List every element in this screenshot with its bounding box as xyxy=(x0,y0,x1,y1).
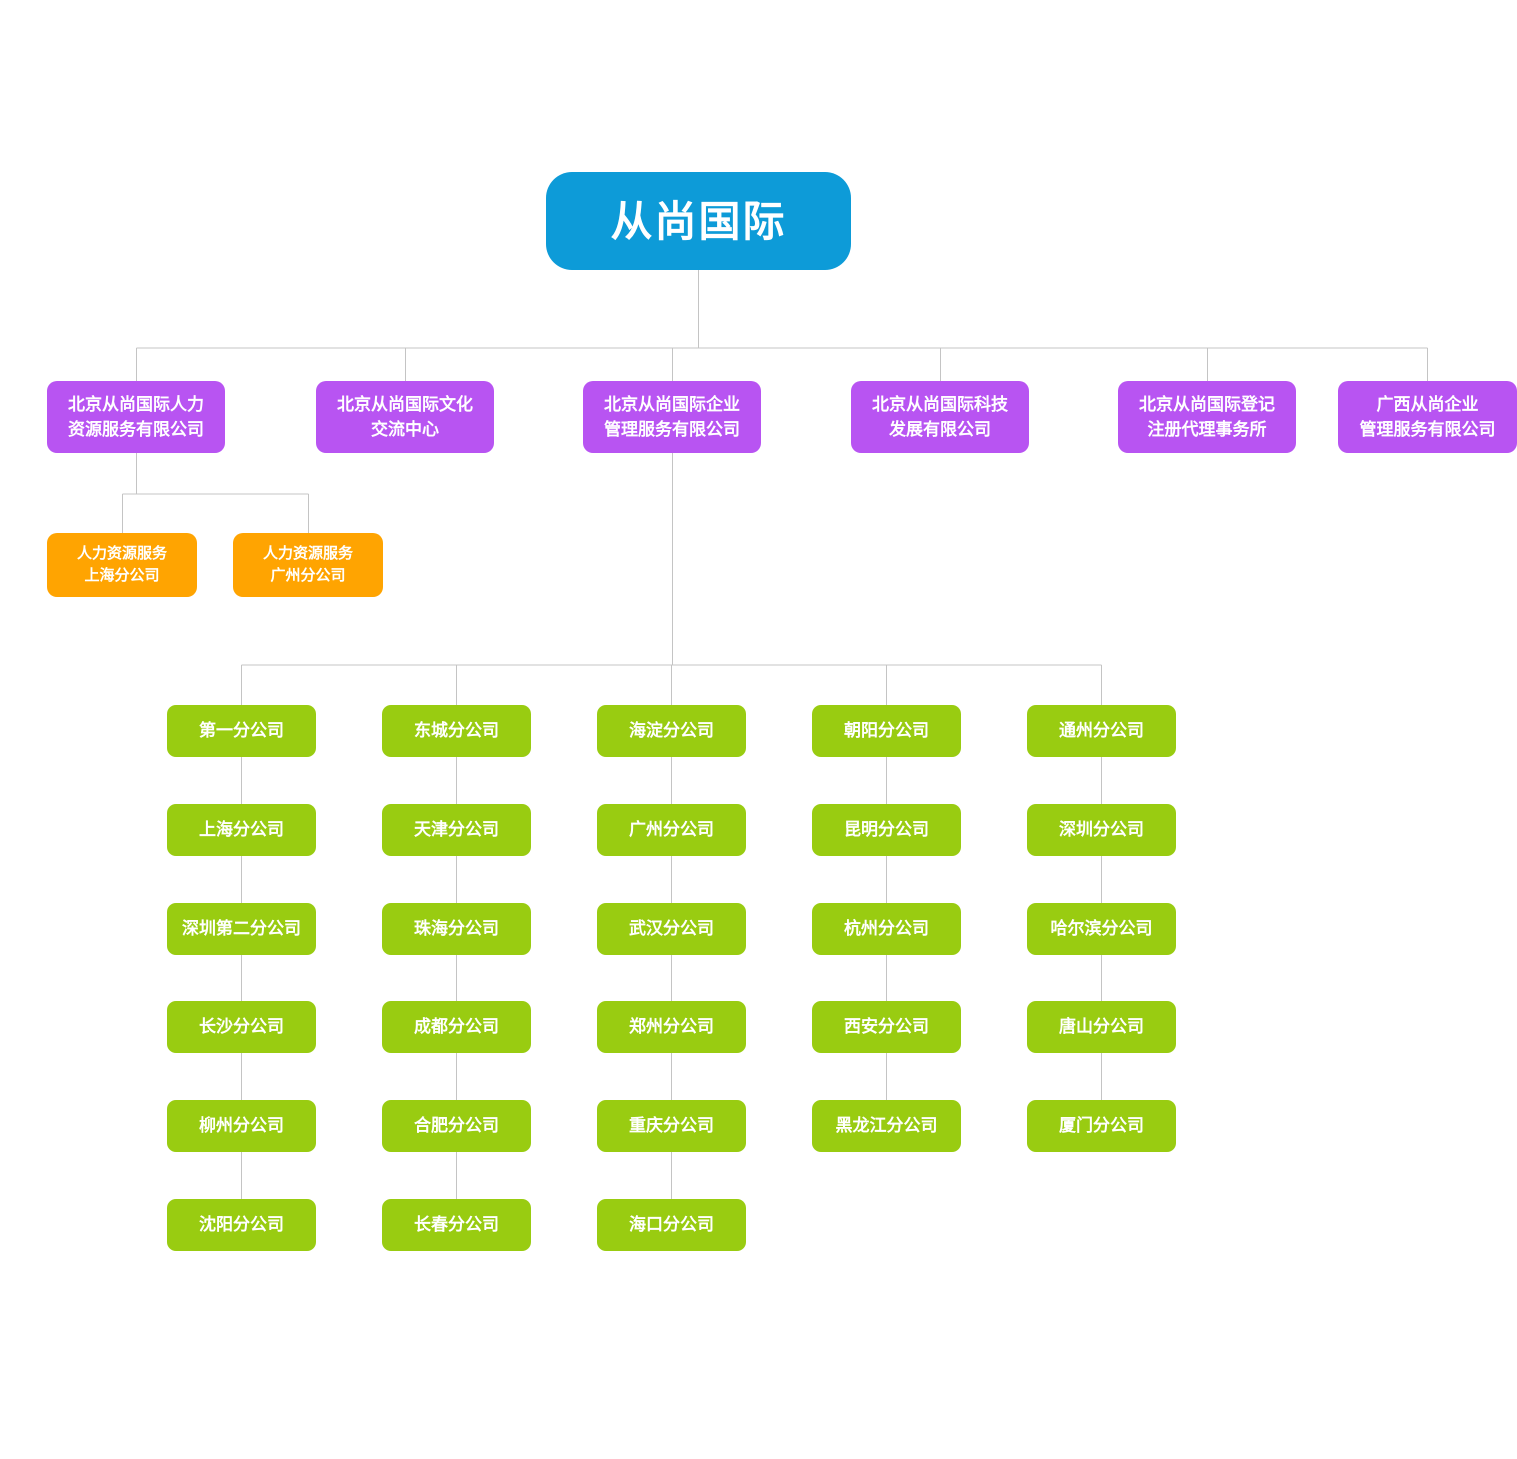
branch-node: 海淀分公司 xyxy=(597,705,746,757)
branch-node: 海口分公司 xyxy=(597,1199,746,1251)
branch-node: 东城分公司 xyxy=(382,705,531,757)
branch-node: 长春分公司 xyxy=(382,1199,531,1251)
branch-node: 珠海分公司 xyxy=(382,903,531,955)
subsidiary-node-hr-services: 北京从尚国际人力 资源服务有限公司 xyxy=(47,381,225,453)
branch-node: 深圳第二分公司 xyxy=(167,903,316,955)
branch-node: 长沙分公司 xyxy=(167,1001,316,1053)
subsidiary-node-technology: 北京从尚国际科技 发展有限公司 xyxy=(851,381,1029,453)
branch-node: 哈尔滨分公司 xyxy=(1027,903,1176,955)
branch-node: 广州分公司 xyxy=(597,804,746,856)
branch-node: 武汉分公司 xyxy=(597,903,746,955)
connector-root-to-subsidiaries xyxy=(136,270,1428,381)
branch-node: 天津分公司 xyxy=(382,804,531,856)
subsidiary-node-registration: 北京从尚国际登记 注册代理事务所 xyxy=(1118,381,1296,453)
subsidiary-node-enterprise: 北京从尚国际企业 管理服务有限公司 xyxy=(583,381,761,453)
branch-node: 西安分公司 xyxy=(812,1001,961,1053)
hr-branch-node-shanghai: 人力资源服务 上海分公司 xyxy=(47,533,197,597)
branch-node: 第一分公司 xyxy=(167,705,316,757)
branch-node: 合肥分公司 xyxy=(382,1100,531,1152)
branch-node: 重庆分公司 xyxy=(597,1100,746,1152)
branch-node: 上海分公司 xyxy=(167,804,316,856)
branch-node: 唐山分公司 xyxy=(1027,1001,1176,1053)
branch-node: 深圳分公司 xyxy=(1027,804,1176,856)
branch-node: 沈阳分公司 xyxy=(167,1199,316,1251)
subsidiary-node-culture: 北京从尚国际文化 交流中心 xyxy=(316,381,494,453)
org-root-node: 从尚国际 xyxy=(546,172,851,270)
branch-node: 杭州分公司 xyxy=(812,903,961,955)
connector-enterprise-to-branches xyxy=(241,453,1102,705)
branch-node: 成都分公司 xyxy=(382,1001,531,1053)
branch-node: 黑龙江分公司 xyxy=(812,1100,961,1152)
branch-node: 通州分公司 xyxy=(1027,705,1176,757)
branch-node: 昆明分公司 xyxy=(812,804,961,856)
subsidiary-node-guangxi: 广西从尚企业 管理服务有限公司 xyxy=(1338,381,1517,453)
branch-node: 厦门分公司 xyxy=(1027,1100,1176,1152)
branch-node: 郑州分公司 xyxy=(597,1001,746,1053)
hr-branch-node-guangzhou: 人力资源服务 广州分公司 xyxy=(233,533,383,597)
branch-node: 朝阳分公司 xyxy=(812,705,961,757)
connector-hr-to-branches xyxy=(122,453,309,533)
branch-node: 柳州分公司 xyxy=(167,1100,316,1152)
